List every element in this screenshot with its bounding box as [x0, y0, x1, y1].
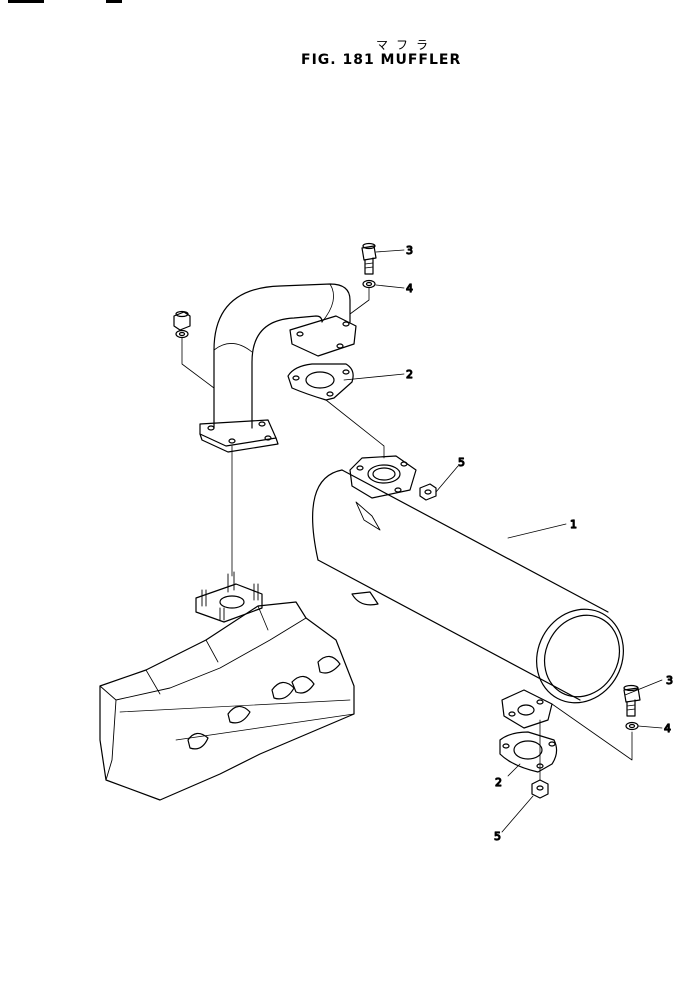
nut-left [173, 310, 191, 339]
callout-3-upper: 3 [406, 244, 413, 257]
corner-mark-left [8, 0, 44, 3]
callout-5-upper: 5 [458, 456, 465, 469]
exhaust-manifold [99, 571, 355, 801]
leader-lines [343, 249, 663, 833]
washer-upper [362, 279, 376, 289]
nut-lower [531, 779, 549, 799]
callout-3-lower: 3 [666, 674, 673, 687]
gasket-lower [499, 731, 558, 773]
figure-title: FIG. 181 MUFFLER [301, 52, 462, 68]
callout-2-upper: 2 [406, 368, 413, 381]
corner-mark-right [106, 0, 122, 3]
drawing-header: マフラ FIG. 181 MUFFLER [0, 0, 675, 80]
muffler-body [312, 455, 624, 729]
callout-5-lower: 5 [494, 830, 501, 843]
exhaust-elbow-pipe [199, 283, 357, 453]
bolt-lower [623, 684, 641, 717]
washer-lower [625, 721, 639, 731]
figure-title-japanese: マフラ [376, 38, 437, 52]
gasket-upper [287, 363, 354, 401]
callout-4-upper: 4 [406, 282, 413, 295]
callout-4-lower: 4 [664, 722, 671, 735]
callout-1: 1 [570, 518, 577, 531]
assembly-lines [181, 287, 633, 781]
callout-2-lower: 2 [495, 776, 502, 789]
nut-upper [419, 483, 437, 501]
bolt-upper [361, 242, 377, 275]
